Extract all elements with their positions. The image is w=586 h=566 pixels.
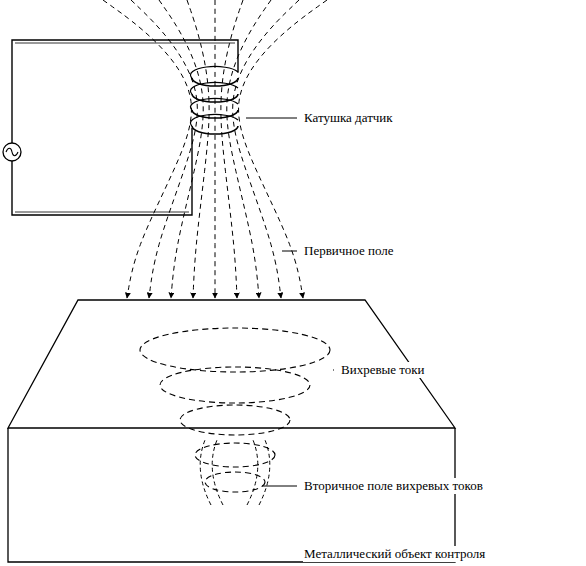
secondary-field-line — [247, 440, 258, 505]
part-label: Катушка датчик — [303, 110, 394, 126]
ac-source — [3, 143, 21, 161]
eddy-current-loop — [140, 328, 330, 372]
coil-winding — [190, 82, 238, 94]
field-line — [159, 0, 203, 298]
secondary-field-line — [259, 440, 270, 505]
eddy-currents — [140, 328, 330, 505]
eddy-current-loop — [195, 443, 275, 467]
field-line — [131, 0, 197, 298]
eddy-current-loop — [180, 405, 290, 435]
part-label: Первичное поле — [303, 243, 394, 259]
metal-object — [8, 300, 455, 562]
part-label: Вихревые токи — [340, 362, 426, 378]
coil-winding — [190, 114, 238, 126]
field-lines — [103, 0, 327, 298]
coil-winding — [192, 126, 238, 134]
probe-coil — [190, 66, 238, 134]
coil-winding — [190, 66, 238, 78]
part-label: Вторичное поле вихревых токов — [303, 478, 484, 494]
secondary-field-line — [200, 440, 211, 505]
part-label: Металлический объект контроля — [303, 546, 486, 562]
field-line — [187, 0, 209, 298]
field-line — [233, 0, 299, 298]
field-line — [215, 0, 216, 298]
circuit-wires — [12, 40, 238, 215]
secondary-field-line — [212, 440, 223, 505]
coil-winding — [190, 98, 238, 110]
field-line — [227, 0, 271, 298]
field-line — [103, 0, 191, 298]
eddy-current-loop — [160, 367, 310, 403]
